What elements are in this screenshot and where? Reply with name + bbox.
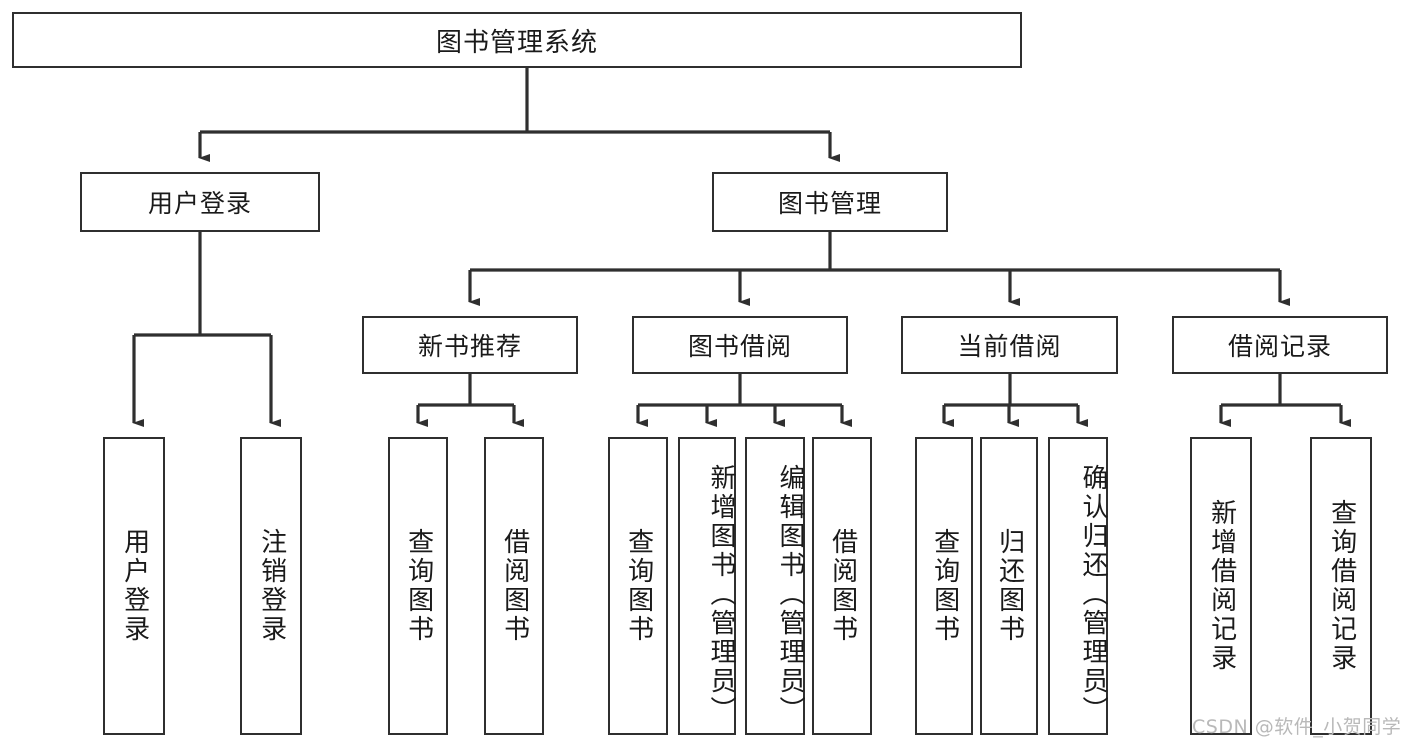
node-book-management[interactable]: 图书管理 bbox=[712, 172, 948, 232]
node-user-login[interactable]: 用户登录 bbox=[80, 172, 320, 232]
node-new-book-recommend[interactable]: 新书推荐 bbox=[362, 316, 578, 374]
node-book-borrow[interactable]: 图书借阅 bbox=[632, 316, 848, 374]
leaf-user-login[interactable]: 用户登录 bbox=[103, 437, 165, 735]
node-borrow-record[interactable]: 借阅记录 bbox=[1172, 316, 1388, 374]
leaf-add-book-admin[interactable]: 新增图书（管理员） bbox=[678, 437, 736, 735]
leaf-query-book-recommend[interactable]: 查询图书 bbox=[388, 437, 448, 735]
leaf-edit-book-admin[interactable]: 编辑图书（管理员） bbox=[745, 437, 805, 735]
leaf-query-borrow-record[interactable]: 查询借阅记录 bbox=[1310, 437, 1372, 735]
node-root[interactable]: 图书管理系统 bbox=[12, 12, 1022, 68]
leaf-logout[interactable]: 注销登录 bbox=[240, 437, 302, 735]
watermark: CSDN @软件_小贺同学 bbox=[1192, 716, 1402, 738]
leaf-query-book-current[interactable]: 查询图书 bbox=[915, 437, 973, 735]
leaf-return-book[interactable]: 归还图书 bbox=[980, 437, 1038, 735]
leaf-query-book-borrow[interactable]: 查询图书 bbox=[608, 437, 668, 735]
leaf-add-borrow-record[interactable]: 新增借阅记录 bbox=[1190, 437, 1252, 735]
leaf-borrow-book[interactable]: 借阅图书 bbox=[812, 437, 872, 735]
node-current-borrow[interactable]: 当前借阅 bbox=[901, 316, 1118, 374]
leaf-confirm-return-admin[interactable]: 确认归还（管理员） bbox=[1048, 437, 1108, 735]
leaf-borrow-book-recommend[interactable]: 借阅图书 bbox=[484, 437, 544, 735]
